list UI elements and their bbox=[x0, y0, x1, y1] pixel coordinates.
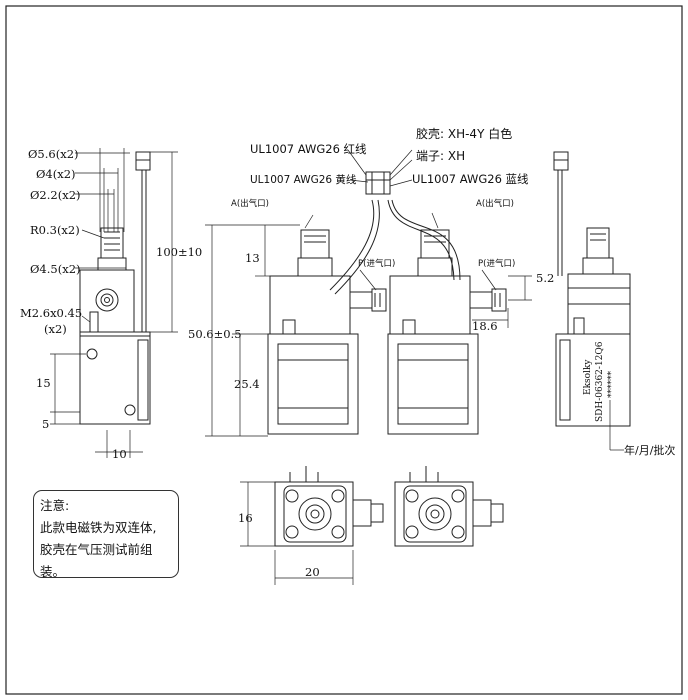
label-d4: Ø4(x2) bbox=[36, 167, 76, 181]
label-d56: Ø5.6(x2) bbox=[28, 147, 79, 161]
label-side-brand: Eksolky bbox=[583, 359, 593, 395]
front-dimension-lines bbox=[205, 149, 532, 437]
bottom-dimension-lines bbox=[240, 481, 354, 585]
label-dim16: 16 bbox=[238, 511, 253, 525]
label-dim15: 15 bbox=[36, 376, 51, 390]
label-dim5: 5 bbox=[42, 417, 49, 431]
label-housing: 胶壳: XH-4Y 白色 bbox=[416, 126, 512, 141]
label-r03: R0.3(x2) bbox=[30, 223, 80, 237]
label-d45: Ø4.5(x2) bbox=[30, 262, 81, 276]
label-date: 年/月/批次 bbox=[624, 443, 675, 457]
label-dim10: 10 bbox=[112, 447, 127, 461]
left-outlet-nozzle bbox=[300, 229, 330, 259]
label-dim52: 5.2 bbox=[536, 271, 554, 285]
label-port-p1: P(进气口) bbox=[358, 258, 395, 269]
label-port-p2: P(进气口) bbox=[478, 258, 515, 269]
bottom-view bbox=[274, 466, 504, 547]
label-m26b: (x2) bbox=[44, 322, 67, 336]
label-side-stars: ****** bbox=[607, 371, 617, 399]
label-dim506: 50.6±0.5 bbox=[188, 327, 242, 341]
note-box: 注意: 此款电磁铁为双连体, 胶壳在气压测试前组装。 bbox=[33, 490, 179, 579]
date-callout bbox=[609, 400, 624, 451]
left-side-view bbox=[79, 151, 151, 425]
note-title: 注意: bbox=[40, 498, 70, 513]
right-side-view bbox=[553, 151, 631, 427]
front-view bbox=[267, 171, 507, 435]
label-wire-red: UL1007 AWG26 红线 bbox=[250, 142, 367, 156]
label-dim20: 20 bbox=[305, 565, 320, 579]
label-wire-yellow: UL1007 AWG26 黄线 bbox=[250, 173, 357, 186]
connector-housing bbox=[365, 171, 391, 195]
note-line-2: 胶壳在气压测试前组装。 bbox=[40, 542, 153, 579]
left-dimension-lines bbox=[50, 148, 178, 458]
label-m26a: M2.6x0.45 bbox=[20, 306, 82, 320]
label-terminal: 端子: XH bbox=[416, 149, 465, 163]
label-port-a1: A(出气口) bbox=[231, 198, 269, 209]
label-wire-blue: UL1007 AWG26 蓝线 bbox=[412, 172, 529, 186]
label-dim13: 13 bbox=[245, 251, 260, 265]
label-d22: Ø2.2(x2) bbox=[30, 188, 81, 202]
label-dim100: 100±10 bbox=[156, 245, 202, 259]
label-port-a2: A(出气口) bbox=[476, 198, 514, 209]
right-outlet-nozzle bbox=[420, 229, 450, 259]
label-dim186: 18.6 bbox=[472, 319, 498, 333]
drawing-border bbox=[5, 5, 683, 695]
label-dim254: 25.4 bbox=[234, 377, 260, 391]
label-side-model: SDH-06362-12Q6 bbox=[595, 341, 605, 422]
note-line-1: 此款电磁铁为双连体, bbox=[40, 520, 157, 535]
